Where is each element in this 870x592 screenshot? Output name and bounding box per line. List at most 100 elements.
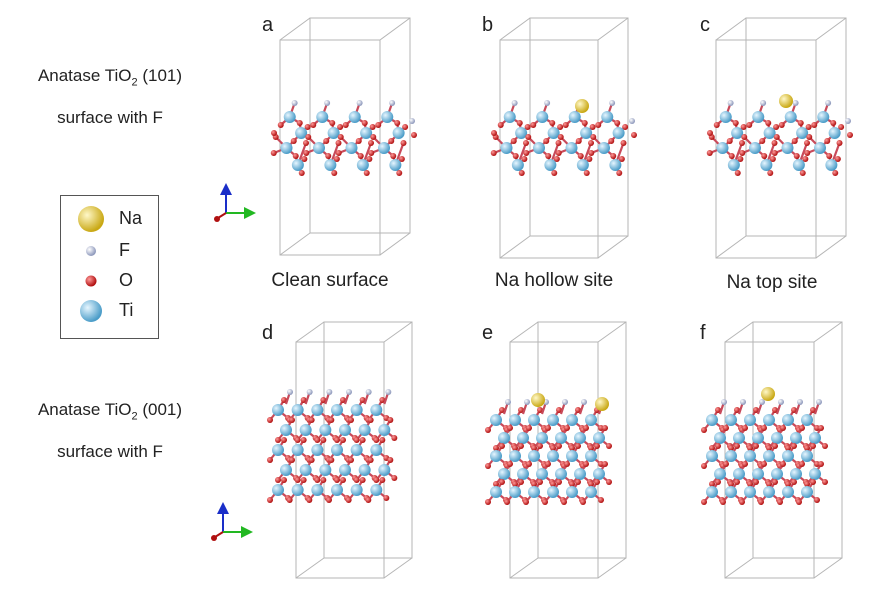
panel-letter-b: b [482, 14, 494, 36]
f-atom [629, 118, 635, 124]
o-atom [796, 499, 802, 505]
ti-atom [280, 424, 292, 436]
o-atom [590, 134, 597, 140]
o-atom [780, 461, 786, 467]
o-atom [589, 124, 596, 130]
ti-atom [319, 424, 332, 436]
ti-atom [585, 414, 597, 426]
ti-atom [714, 432, 726, 444]
ti-atom [781, 142, 794, 154]
o-atom [314, 437, 321, 443]
o-atom [337, 134, 344, 140]
o-atom [340, 477, 346, 483]
o-atom [373, 437, 380, 443]
o-atom [294, 437, 301, 443]
ti-atom [725, 450, 737, 462]
ti-atom [370, 484, 383, 496]
o-atom [772, 443, 778, 449]
f-atom [825, 100, 832, 106]
ti-atom [706, 486, 718, 498]
o-atom [569, 445, 575, 451]
o-atom [606, 443, 612, 449]
ti-atom [744, 414, 756, 426]
o-atom [602, 461, 608, 467]
o-atom [564, 461, 570, 467]
caption-na-hollow-site: Na hollow site [494, 270, 614, 291]
o-atom [811, 122, 818, 128]
x-axis-tip [211, 535, 217, 541]
ti-atom [536, 111, 549, 123]
caption-na-top-site: Na top site [726, 272, 818, 293]
o-atom [715, 407, 721, 413]
o-atom [355, 138, 362, 144]
ti-atom [782, 450, 794, 462]
o-atom [569, 481, 575, 487]
o-atom [791, 138, 798, 144]
o-atom [491, 130, 497, 136]
ti-atom [585, 486, 597, 498]
ti-atom [490, 414, 502, 426]
o-atom [773, 134, 780, 140]
o-atom [766, 445, 772, 451]
ti-atom [528, 450, 540, 462]
o-atom [723, 461, 729, 467]
o-atom [742, 461, 748, 467]
o-atom [485, 463, 491, 469]
o-atom [595, 122, 602, 128]
o-atom [715, 479, 721, 485]
o-atom [337, 124, 344, 130]
o-atom [715, 443, 721, 449]
o-atom [561, 499, 567, 505]
ti-atom [528, 486, 540, 498]
o-atom [379, 437, 386, 443]
slab-c [706, 94, 853, 176]
ti-atom [825, 159, 838, 171]
o-atom [701, 427, 707, 433]
o-atom [765, 120, 772, 126]
o-atom [391, 475, 398, 481]
o-atom [387, 417, 394, 423]
o-atom [368, 140, 374, 146]
o-atom [365, 497, 372, 503]
o-atom [368, 150, 375, 156]
o-atom [370, 134, 377, 140]
o-atom [822, 479, 828, 485]
o-atom [296, 120, 303, 126]
o-atom [518, 407, 524, 413]
o-atom [523, 499, 529, 505]
o-atom [303, 150, 310, 156]
f-atom [291, 100, 298, 106]
f-atom [287, 389, 293, 395]
o-atom [804, 150, 811, 156]
o-atom [521, 156, 528, 162]
o-atom [326, 497, 332, 503]
o-atom [333, 156, 340, 162]
o-atom [530, 122, 537, 128]
ti-atom [716, 142, 729, 154]
o-atom [557, 124, 564, 130]
o-atom [550, 481, 556, 487]
ti-atom [509, 450, 521, 462]
o-atom [818, 461, 824, 467]
ti-atom [389, 159, 402, 171]
o-atom [281, 477, 287, 483]
o-atom [411, 132, 417, 138]
ti-atom [725, 414, 737, 426]
o-atom [294, 477, 301, 483]
ti-atom [725, 486, 737, 498]
o-atom [400, 140, 407, 146]
o-atom [785, 445, 791, 451]
ti-atom [719, 111, 732, 123]
o-atom [583, 425, 589, 431]
o-atom [308, 457, 315, 463]
o-atom [531, 445, 537, 451]
unit-cell-boxes [279, 17, 847, 579]
o-atom [267, 417, 273, 423]
o-atom [518, 443, 524, 449]
f-atom-icon [86, 246, 96, 256]
o-atom [575, 407, 581, 413]
row-label-001: Anatase TiO2 (001) surface with F [37, 400, 183, 462]
o-atom-icon [85, 275, 97, 287]
ti-atom [547, 127, 560, 139]
